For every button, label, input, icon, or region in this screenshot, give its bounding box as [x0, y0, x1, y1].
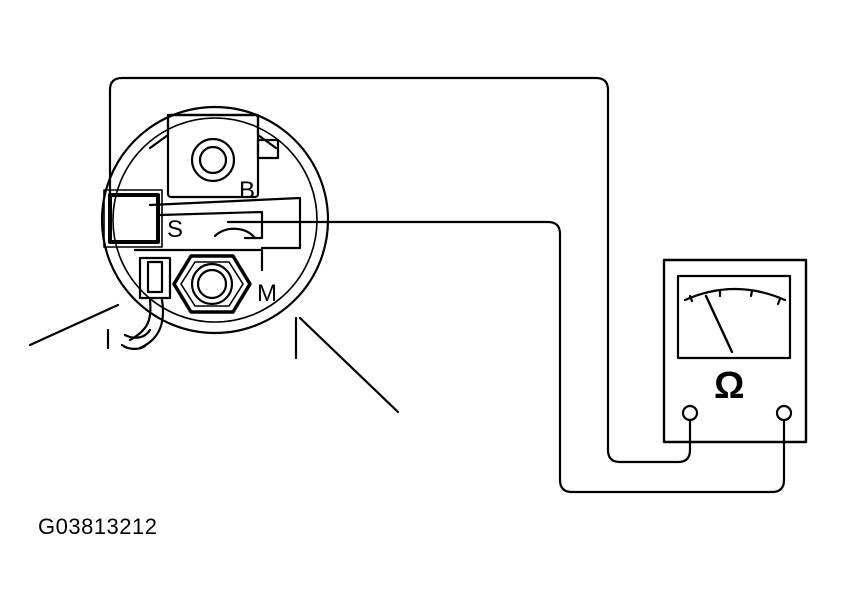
- terminal-m-nut: [133, 248, 264, 314]
- terminal-s-label: S: [167, 216, 183, 243]
- meter-terminal-right: [775, 404, 793, 422]
- lead-wire: [120, 256, 172, 350]
- ohm-symbol: Ω: [714, 365, 744, 407]
- starter-body: [28, 105, 400, 414]
- terminal-s-connector: [108, 193, 160, 244]
- terminal-b-label: B: [239, 177, 255, 204]
- terminal-m-label: M: [257, 280, 277, 307]
- terminal-b-housing: [148, 113, 280, 199]
- test-lead-m: [226, 220, 786, 494]
- test-lead-s: [108, 76, 692, 464]
- ohmmeter: [662, 258, 808, 444]
- figure-id: G03813212: [38, 514, 158, 539]
- meter-terminal-left: [681, 404, 699, 422]
